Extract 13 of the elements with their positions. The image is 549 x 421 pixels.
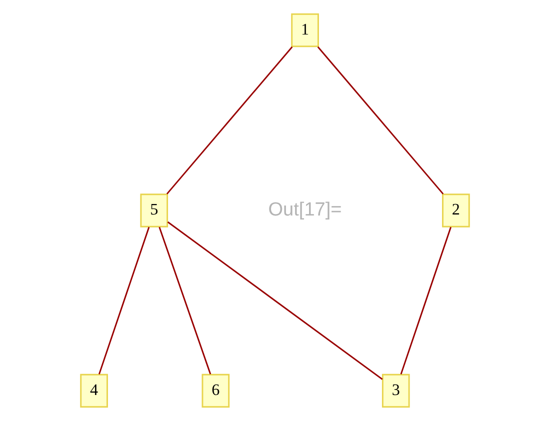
node-box: 1: [290, 13, 318, 48]
node-box: 6: [201, 374, 230, 408]
node-box: 2: [442, 194, 470, 228]
node-box: 5: [140, 194, 168, 228]
connector: [316, 46, 444, 194]
node-box: 4: [80, 374, 108, 408]
label: Out[17]=: [268, 199, 342, 220]
connector: [166, 221, 382, 380]
connector: [166, 46, 292, 194]
connector: [158, 226, 211, 374]
connector: [98, 226, 150, 374]
node-box: 3: [381, 374, 410, 408]
connector: [400, 226, 452, 374]
